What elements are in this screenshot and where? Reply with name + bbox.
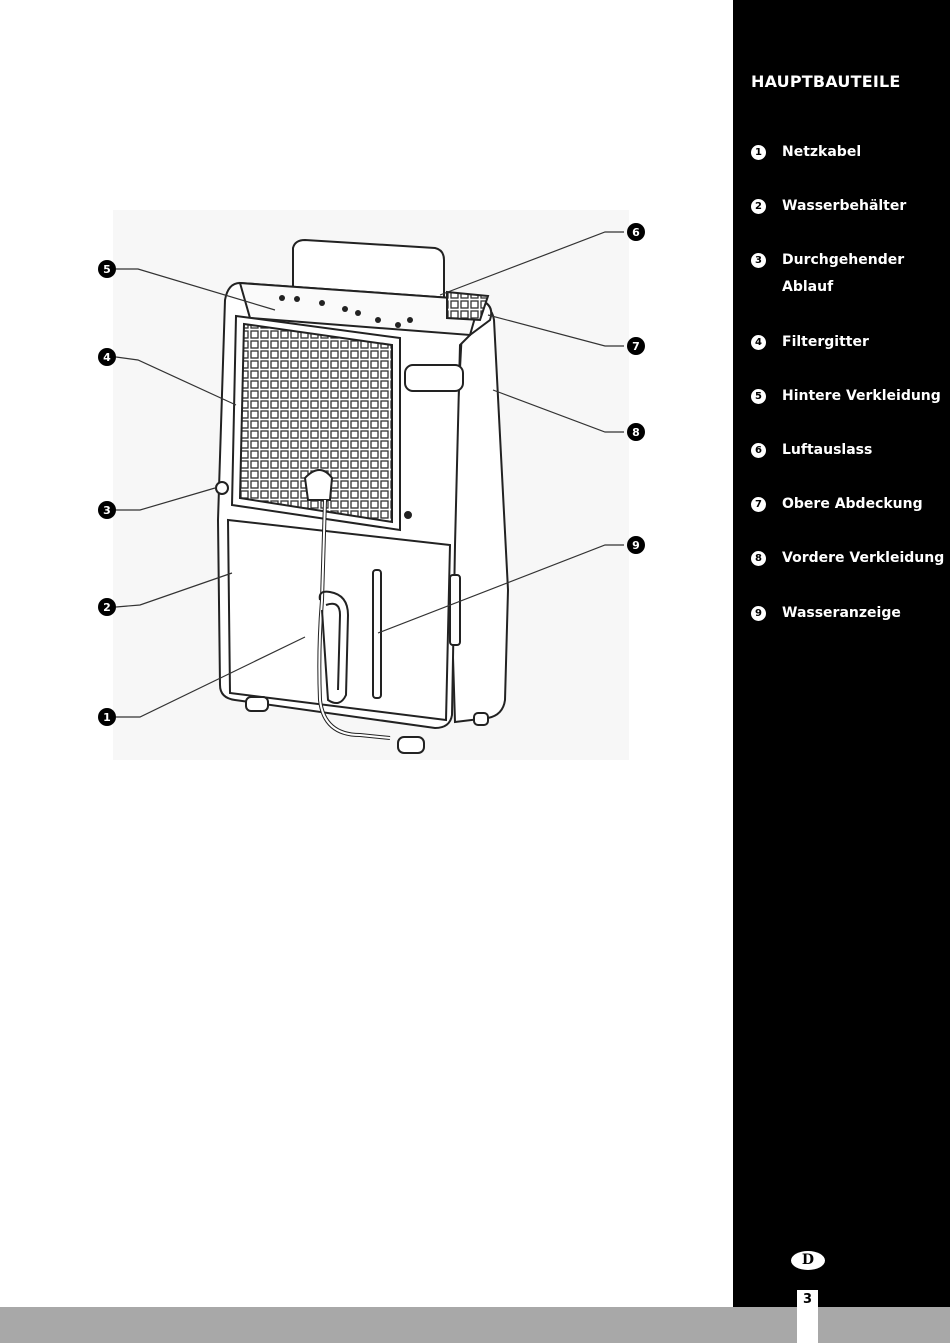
legend-label: Wasserbehälter — [782, 198, 907, 214]
parts-sidebar: HAUPTBAUTEILE 1 Netzkabel 2 Wasserbehält… — [733, 0, 950, 1307]
callout-9: 9 — [627, 536, 645, 554]
leader-lines — [115, 231, 624, 718]
svg-text:3: 3 — [103, 504, 111, 517]
callout-3: 3 — [98, 501, 116, 519]
svg-text:7: 7 — [632, 340, 640, 353]
svg-text:8: 8 — [632, 426, 640, 439]
language-badge: D — [791, 1251, 825, 1270]
legend-label: Netzkabel — [782, 144, 862, 160]
legend-number: 4 — [751, 335, 766, 350]
svg-text:5: 5 — [103, 263, 111, 276]
callout-7: 7 — [627, 337, 645, 355]
legend-label: Wasseranzeige — [782, 605, 901, 621]
callout-markers: 5 4 3 2 1 6 7 8 9 — [98, 223, 645, 726]
dehumidifier-illustration — [215, 238, 510, 754]
callout-8: 8 — [627, 423, 645, 441]
sidebar-title: HAUPTBAUTEILE — [751, 72, 901, 91]
legend-label: Durchgehender Ablauf — [782, 252, 905, 295]
legend-label: Filtergitter — [782, 334, 869, 350]
legend-label: Obere Abdeckung — [782, 496, 923, 512]
svg-text:4: 4 — [103, 351, 111, 364]
callout-4: 4 — [98, 348, 116, 366]
page-number: 3 — [802, 1292, 813, 1307]
legend-number: 5 — [751, 389, 766, 404]
dehumidifier-diagram: 5 4 3 2 1 6 7 8 9 — [98, 223, 645, 754]
legend-number: 8 — [751, 551, 766, 566]
callout-2: 2 — [98, 598, 116, 616]
page-number-box: 3 — [797, 1290, 818, 1343]
legend-label: Vordere Verkleidung — [782, 550, 945, 566]
svg-text:1: 1 — [103, 711, 111, 724]
callout-5: 5 — [98, 260, 116, 278]
legend-number: 3 — [751, 253, 766, 268]
legend-number: 6 — [751, 443, 766, 458]
footer-bar — [0, 1307, 950, 1343]
legend-number: 1 — [751, 145, 766, 160]
callout-6: 6 — [627, 223, 645, 241]
legend-number: 9 — [751, 606, 766, 621]
svg-text:2: 2 — [103, 601, 111, 614]
callout-1: 1 — [98, 708, 116, 726]
legend-number: 2 — [751, 199, 766, 214]
legend-label: Hintere Verkleidung — [782, 388, 941, 404]
legend-number: 7 — [751, 497, 766, 512]
svg-text:9: 9 — [632, 539, 640, 552]
svg-text:6: 6 — [632, 226, 640, 239]
legend-label: Luftauslass — [782, 442, 873, 458]
